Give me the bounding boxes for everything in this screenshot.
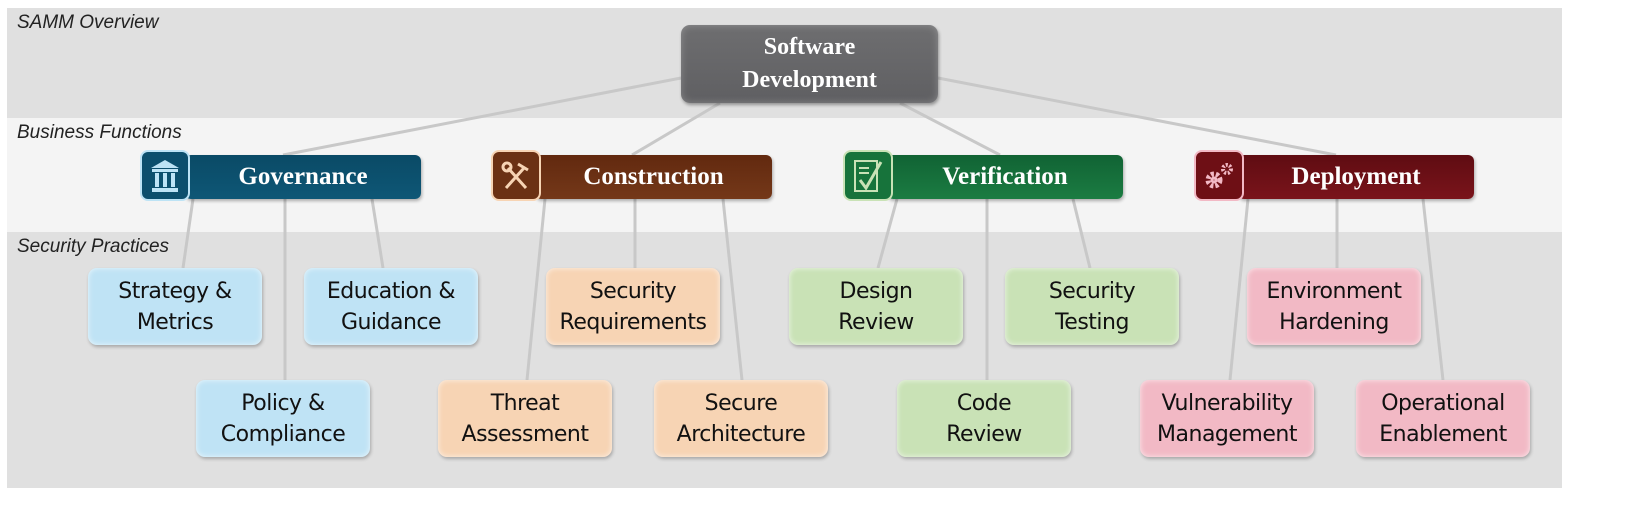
root-line: Software <box>763 34 856 60</box>
label-text: Architecture <box>676 421 806 447</box>
band-label: Security Practices <box>17 236 170 257</box>
function-construction: Construction <box>535 155 772 199</box>
checklist-icon <box>843 150 893 201</box>
connector <box>1421 198 1445 381</box>
connector <box>282 76 682 157</box>
root-line: Development <box>742 67 877 93</box>
label-text: Threat <box>490 390 560 416</box>
label-text: Security <box>1048 278 1136 304</box>
label-text: Hardening <box>1279 309 1389 335</box>
function-label: Verification <box>942 163 1068 190</box>
function-deployment: Deployment <box>1238 155 1474 199</box>
band-label: Business Functions <box>17 122 182 143</box>
connector <box>899 101 1001 157</box>
function-label: Construction <box>583 163 724 190</box>
label-text: Policy & <box>241 390 325 416</box>
label-text: Enablement <box>1379 421 1507 447</box>
connector <box>181 198 195 269</box>
label-text: Review <box>838 309 914 335</box>
label-text: Compliance <box>220 421 346 447</box>
function-label: Deployment <box>1291 163 1421 190</box>
label-text: Code <box>956 390 1012 416</box>
label-text: Operational <box>1381 390 1505 416</box>
hammer-wrench-icon <box>491 150 541 201</box>
practice-policy-compliance: Policy & Compliance <box>196 380 370 457</box>
connector <box>525 198 547 381</box>
connector <box>721 198 744 381</box>
connector <box>1228 198 1250 381</box>
connector <box>631 101 721 157</box>
function-governance: Governance <box>185 155 421 199</box>
label-text: Strategy & <box>118 278 232 304</box>
label-text: Education & <box>326 278 456 304</box>
practice-strategy-metrics: Strategy & Metrics <box>88 268 262 345</box>
label-text: Secure <box>704 390 778 416</box>
pillar-building-icon <box>140 150 190 201</box>
practice-education-guidance: Education & Guidance <box>304 268 478 345</box>
connector <box>937 76 1337 157</box>
connector <box>370 198 385 269</box>
label-text: Security <box>589 278 677 304</box>
label-text: Design <box>839 278 913 304</box>
connector <box>1071 198 1092 269</box>
function-verification: Verification <box>887 155 1123 199</box>
label-text: Vulnerability <box>1161 390 1293 416</box>
label-text: Metrics <box>136 309 214 335</box>
band-label: SAMM Overview <box>17 12 159 33</box>
label-text: Guidance <box>340 309 442 335</box>
label-text: Requirements <box>559 309 707 335</box>
label-text: Management <box>1157 421 1297 447</box>
connector <box>876 198 899 269</box>
gears-icon <box>1194 150 1244 201</box>
label-text: Assessment <box>461 421 589 447</box>
label-text: Environment <box>1266 278 1402 304</box>
label-text: Review <box>946 421 1022 447</box>
label-text: Testing <box>1055 309 1129 335</box>
function-label: Governance <box>238 163 368 190</box>
